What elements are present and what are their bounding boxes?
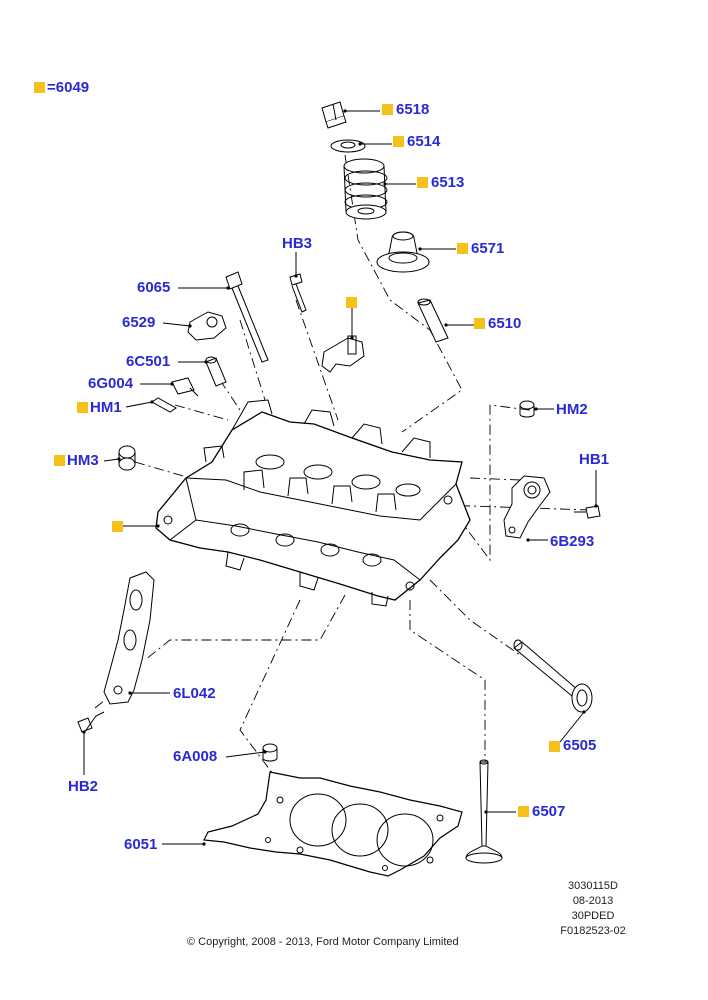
callout-6g004: 6G004	[88, 375, 134, 392]
callout-6065: 6065	[137, 279, 171, 296]
callout-hb1: HB1	[579, 451, 610, 468]
intake-valve-part	[465, 759, 503, 864]
callout-6l042: 6L042	[173, 685, 216, 702]
bolt-hb2-part	[77, 711, 105, 733]
valve-guide-part	[417, 298, 449, 343]
callout-6c501: 6C501	[126, 353, 171, 370]
callout-6529: 6529	[122, 314, 156, 331]
callout-hb3: HB3	[282, 235, 313, 252]
callout-6a008: 6A008	[173, 748, 218, 765]
leader-dots	[82, 109, 598, 846]
bolt-hb1-part	[574, 505, 601, 519]
callout-6507: 6507	[532, 803, 566, 820]
lifting-bracket-part	[103, 571, 155, 705]
marker-square-icon	[393, 136, 404, 147]
callout-hm3: HM3	[67, 452, 99, 469]
dowel-hm1-part	[151, 397, 177, 413]
valve-seal-part	[376, 231, 430, 273]
callout-6514: 6514	[407, 133, 441, 150]
callout-6518: 6518	[396, 101, 430, 118]
marker-square-icon	[457, 243, 468, 254]
roller-follower-part	[187, 311, 227, 341]
sleeve-hm2-part	[519, 400, 535, 418]
valve-spring-part	[343, 158, 388, 220]
callout-hb2: HB2	[68, 778, 99, 795]
dowel-6a008-part	[262, 743, 278, 762]
copyright-notice: © Copyright, 2008 - 2013, Ford Motor Com…	[187, 936, 459, 948]
head-bolt-part	[225, 271, 269, 363]
marker-square-icon	[112, 521, 123, 532]
callout-hm1: HM1	[90, 399, 122, 416]
callout-hm2: HM2	[556, 401, 588, 418]
valve-collet-part	[321, 101, 347, 129]
reference-code-1: 3030115D	[568, 880, 618, 892]
marker-square-icon	[77, 402, 88, 413]
timing-bracket-part	[503, 475, 551, 539]
callout-6571: 6571	[471, 240, 505, 257]
spring-retainer-part	[330, 139, 366, 153]
cam-bracket-part	[321, 335, 365, 373]
sensor-part	[171, 377, 199, 397]
head-gasket-part	[203, 771, 463, 877]
callout-6513: 6513	[431, 174, 465, 191]
callout-6505: 6505	[563, 737, 597, 754]
marker-square-icon	[518, 806, 529, 817]
reference-code-4: F0182523-02	[560, 925, 626, 937]
marker-square-icon	[474, 318, 485, 329]
legend-label: =6049	[47, 79, 90, 96]
callout-6051: 6051	[124, 836, 158, 853]
marker-square-icon	[34, 82, 45, 93]
cylinder-head-body	[155, 399, 471, 607]
marker-square-icon	[382, 104, 393, 115]
leader-lines	[83, 110, 597, 845]
callout-6b293: 6B293	[550, 533, 595, 550]
sleeve-hm3-part	[118, 445, 136, 471]
lash-adjuster-part	[205, 356, 227, 387]
reference-code-3: 30PDED	[571, 910, 615, 922]
marker-square-icon	[346, 297, 357, 308]
marker-square-icon	[417, 177, 428, 188]
marker-square-icon	[549, 741, 560, 752]
marker-square-icon	[54, 455, 65, 466]
exhaust-valve-part	[513, 639, 593, 713]
reference-code-2: 08-2013	[572, 895, 614, 907]
callout-6510: 6510	[488, 315, 522, 332]
